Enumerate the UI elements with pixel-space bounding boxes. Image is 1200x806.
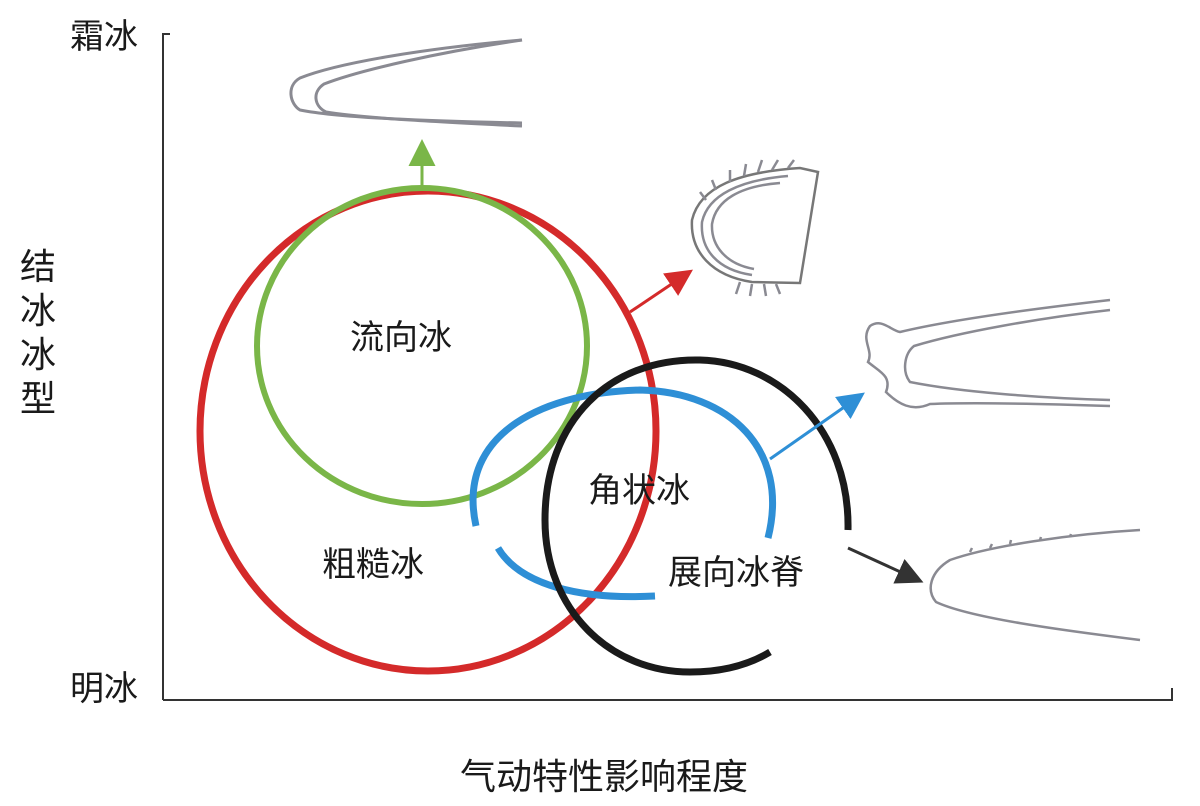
y-top-label: 霜冰: [70, 17, 138, 57]
spanwise-ridge-ice-shape: [865, 298, 1111, 409]
black-arrow: [847, 546, 924, 584]
spanwise-ridge-arc-upper: [469, 386, 776, 539]
y-axis-title: 结冰冰型: [19, 247, 56, 420]
region-label-horn: 角状冰: [588, 471, 690, 511]
horn-ice-arc: [541, 356, 852, 676]
region-label-streamwise: 流向冰: [350, 318, 452, 358]
rough-ice-shape: [690, 159, 820, 297]
y-bottom-label: 明冰: [70, 669, 138, 709]
horn-ice-shape: [929, 528, 1141, 642]
streamwise-ice-shape: [289, 38, 523, 128]
rough-ice-circle: [196, 187, 660, 675]
red-arrow: [629, 269, 693, 314]
x-axis-line: [163, 688, 1173, 701]
y-axis-line: [162, 33, 170, 700]
axes: [162, 33, 1173, 701]
x-axis-title: 气动特性影响程度: [460, 757, 749, 798]
blue-arrow: [769, 392, 865, 461]
spanwise-ridge-arc-lower: [494, 546, 656, 601]
region-label-spanwise: 展向冰脊: [668, 553, 804, 593]
region-label-rough: 粗糙冰: [322, 545, 424, 585]
